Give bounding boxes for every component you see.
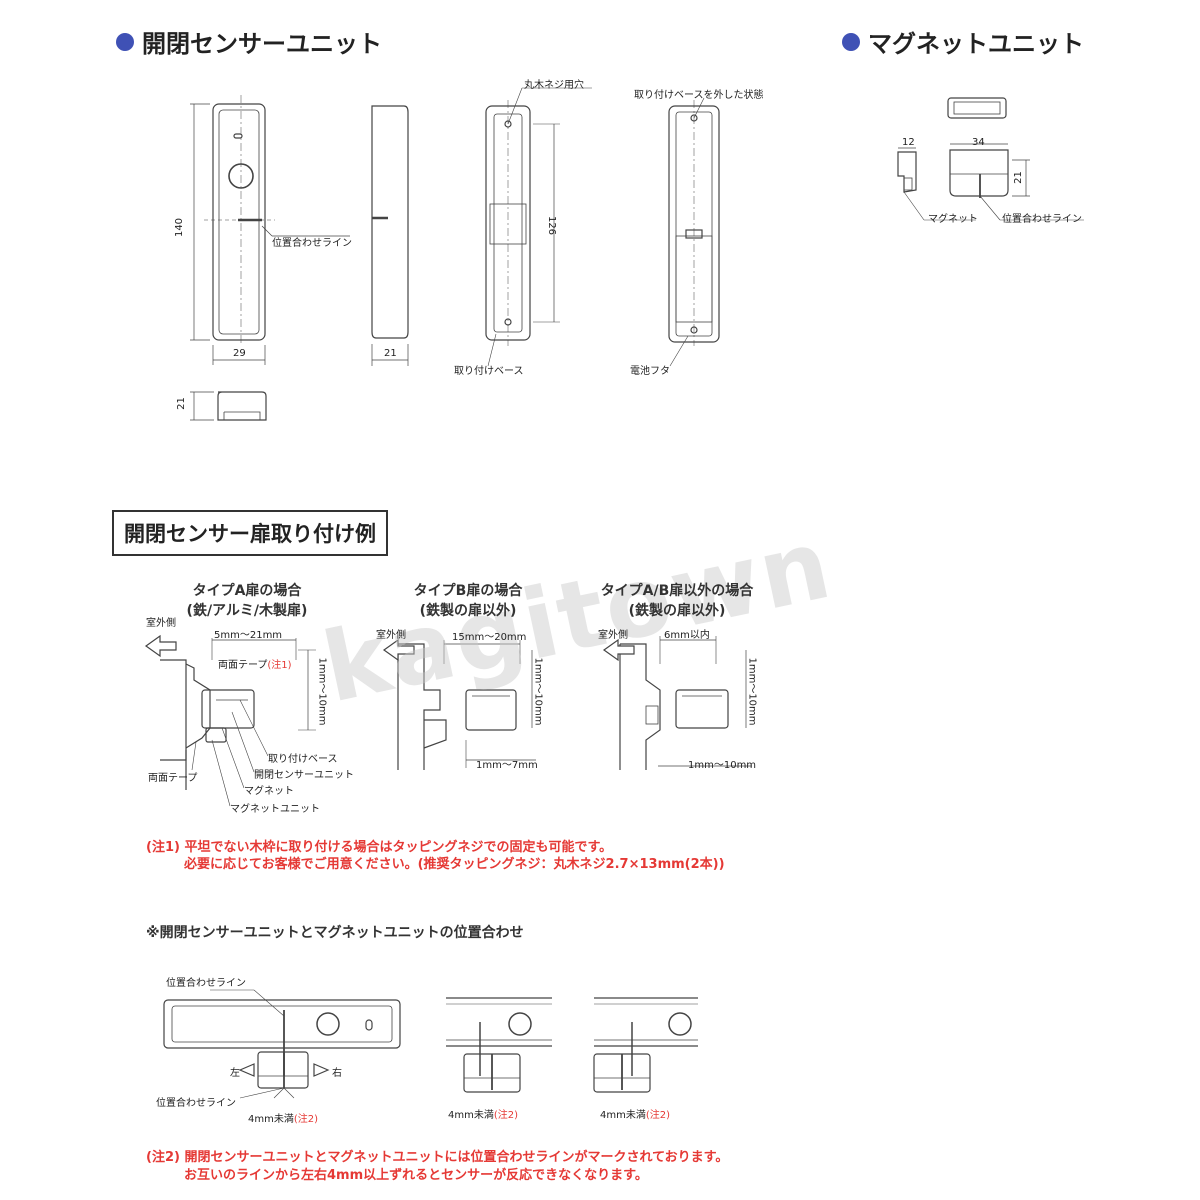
- alignment-diagram-2: [446, 997, 552, 1093]
- a-gap-label: 5mm〜21mm: [214, 630, 283, 641]
- align-left-label: 左: [230, 1068, 240, 1079]
- tolerance-text: 4mm未満: [600, 1110, 646, 1121]
- magnet-dim-21: 21: [1012, 171, 1024, 184]
- note1-line2: 必要に応じてお客様でご用意ください。(推奨タッピングネジ：丸木ネジ2.7×13m…: [184, 857, 725, 872]
- b-vert-label: 1mm〜10mm: [532, 657, 544, 726]
- align-line-top-label: 位置合わせライン: [166, 978, 246, 989]
- c-vert-label: 1mm〜10mm: [746, 657, 758, 726]
- sensor-align-line-label: 位置合わせライン: [272, 238, 352, 249]
- dim-bottom-height-label: 21: [175, 397, 187, 410]
- tolerance-text: 4mm未満: [448, 1110, 494, 1121]
- type-other-title-line: タイプA/B扉以外の場合: [600, 583, 754, 599]
- install-type-a: [144, 634, 316, 807]
- dim-height-label: 140: [174, 217, 186, 238]
- a-magnet-label: マグネット: [244, 786, 294, 797]
- note1-mark: (注1): [267, 660, 292, 671]
- magnet-dim-34: 34: [972, 137, 985, 148]
- install-type-b: [382, 638, 536, 770]
- magnet-align-line-label: 位置合わせライン: [1002, 214, 1082, 225]
- b-outdoor-label: 室外側: [376, 630, 406, 641]
- tolerance-label-1: 4mm未満(注2): [248, 1110, 318, 1125]
- note2-line2: お互いのラインから左右4mm以上ずれるとセンサーが反応できなくなります。: [184, 1168, 648, 1183]
- tolerance-text: 4mm未満: [248, 1114, 294, 1125]
- a-outdoor-label: 室外側: [146, 618, 176, 629]
- base-removed-label: 取り付けベースを外した状態: [634, 90, 764, 101]
- tolerance-label-3: 4mm未満(注2): [600, 1106, 670, 1121]
- align-right-label: 右: [332, 1068, 342, 1079]
- battery-cover-label: 電池フタ: [630, 366, 670, 377]
- c-outdoor-label: 室外側: [598, 630, 628, 641]
- sensor-front-view: [204, 95, 275, 345]
- a-tape-label: 両面テープ(注1): [218, 656, 292, 671]
- magnet-dim-12: 12: [902, 137, 915, 148]
- c-gap-label: 6mm以内: [664, 630, 710, 641]
- tolerance-label-2: 4mm未満(注2): [448, 1106, 518, 1121]
- sensor-bottom-view: [190, 391, 267, 421]
- note2-mark: (注2): [293, 1114, 319, 1125]
- type-b-title-line: タイプB扉の場合: [413, 583, 523, 599]
- dim-back-length-label: 126: [546, 215, 558, 236]
- magnet-top-view: [947, 97, 1007, 119]
- note2-line1: (注2) 開閉センサーユニットとマグネットユニットには位置合わせラインがマークさ…: [146, 1150, 729, 1165]
- type-b-subtitle: (鉄製の扉以外): [419, 603, 517, 619]
- bullet-icon: [842, 32, 860, 51]
- note2-mark: (注2): [645, 1110, 671, 1121]
- b-gap-label: 15mm〜20mm: [452, 632, 527, 643]
- type-b-title: タイプB扉の場合 (鉄製の扉以外): [398, 580, 538, 620]
- a-tape2-label: 両面テープ: [148, 773, 198, 784]
- dim-side-depth-label: 21: [384, 348, 397, 359]
- sensor-section-header: 開閉センサーユニット: [116, 24, 382, 59]
- magnet-side-view: [897, 147, 976, 221]
- note2-mark: (注2): [493, 1110, 519, 1121]
- type-a-subtitle: (鉄/アルミ/木製扉): [186, 603, 308, 619]
- sensor-back-view: [485, 87, 592, 367]
- alignment-diagram-3: [593, 997, 698, 1093]
- a-base-label: 取り付けベース: [268, 754, 338, 765]
- magnet-section-title: マグネットユニット: [868, 30, 1084, 58]
- sensor-open-view: [668, 97, 720, 367]
- align-line-bottom-label: 位置合わせライン: [156, 1098, 236, 1109]
- magnet-section-header: マグネットユニット: [842, 24, 1084, 59]
- install-section-title: 開閉センサー扉取り付け例: [112, 510, 388, 556]
- a-magnet-unit-label: マグネットユニット: [230, 804, 320, 815]
- magnet-front-view: [949, 143, 1084, 221]
- type-a-title: タイプA扉の場合 (鉄/アルミ/木製扉): [182, 580, 312, 620]
- alignment-title: ※開閉センサーユニットとマグネットユニットの位置合わせ: [146, 925, 524, 941]
- sensor-section-title: 開閉センサーユニット: [142, 30, 382, 58]
- b-bottom-label: 1mm〜7mm: [476, 760, 538, 771]
- sensor-side-view: [371, 105, 409, 366]
- a-vert-label: 1mm〜10mm: [316, 657, 328, 726]
- dim-width-label: 29: [233, 348, 246, 359]
- c-bottom-label: 1mm〜10mm: [688, 760, 757, 771]
- type-other-title: タイプA/B扉以外の場合 (鉄製の扉以外): [594, 580, 760, 620]
- type-a-title-line: タイプA扉の場合: [192, 583, 302, 599]
- bullet-icon: [116, 32, 134, 51]
- mount-base-label: 取り付けベース: [454, 366, 524, 377]
- screw-hole-label: 丸木ネジ用穴: [524, 80, 584, 91]
- note1-line1: (注1) 平坦でない木枠に取り付ける場合はタッピングネジでの固定も可能です。: [146, 840, 613, 855]
- magnet-label: マグネット: [928, 214, 978, 225]
- type-other-subtitle: (鉄製の扉以外): [628, 603, 726, 619]
- install-type-other: [602, 636, 752, 770]
- alignment-diagram-1: [163, 989, 401, 1099]
- a-tape-text: 両面テープ: [218, 660, 268, 671]
- a-sensor-label: 開閉センサーユニット: [254, 770, 354, 781]
